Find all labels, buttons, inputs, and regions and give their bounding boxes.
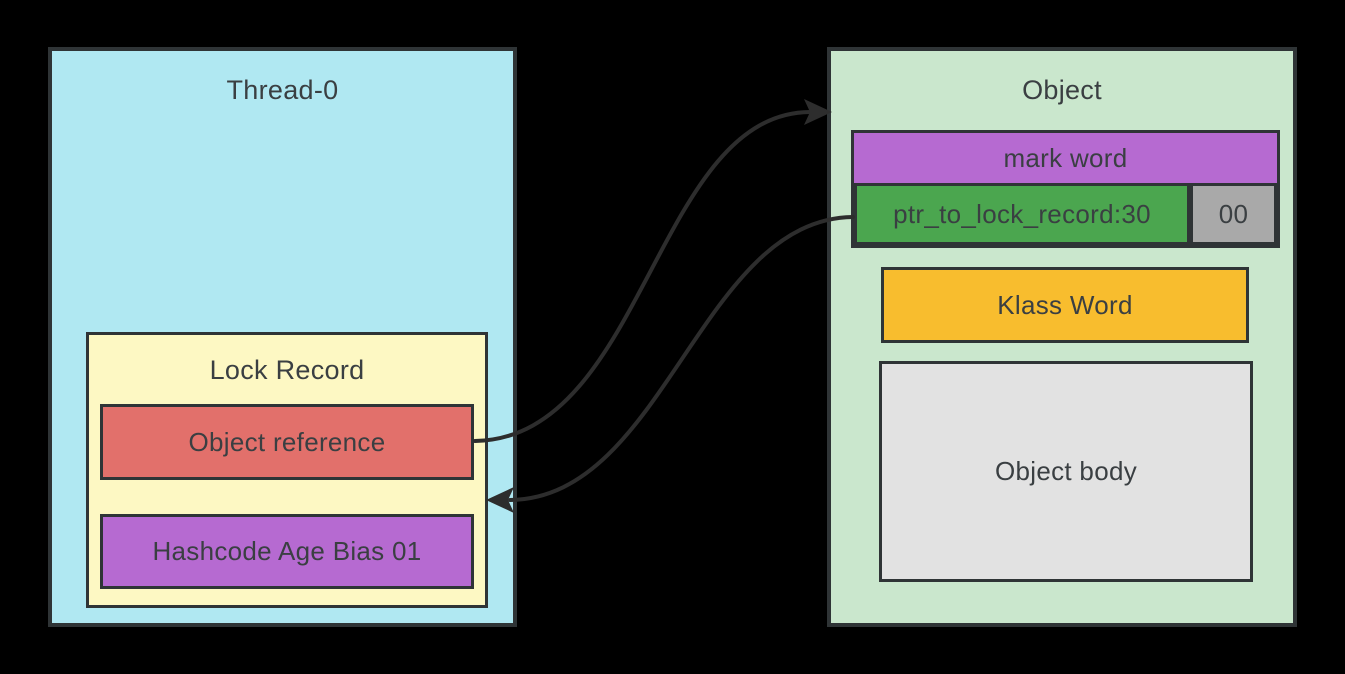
mark-word-unit: mark word ptr_to_lock_record:30 00 [851, 130, 1280, 248]
mark-word-row: ptr_to_lock_record:30 00 [854, 183, 1277, 245]
lock-bits-slot: 00 [1190, 183, 1277, 245]
mark-word-slot: mark word [1003, 142, 1128, 173]
hashcode-age-bias-slot: Hashcode Age Bias 01 [100, 514, 474, 589]
ptr-to-lock-record-slot: ptr_to_lock_record:30 [854, 183, 1190, 245]
object-title: Object [1022, 75, 1102, 105]
klass-word-slot: Klass Word [881, 267, 1249, 343]
lock-record-title: Lock Record [209, 355, 365, 385]
object-reference-slot: Object reference [100, 404, 474, 480]
arrow-object-reference-to-object [473, 110, 812, 443]
arrow-ptr-to-lock-record [508, 215, 855, 502]
thread-title: Thread-0 [226, 75, 339, 105]
object-body-slot: Object body [879, 361, 1253, 582]
